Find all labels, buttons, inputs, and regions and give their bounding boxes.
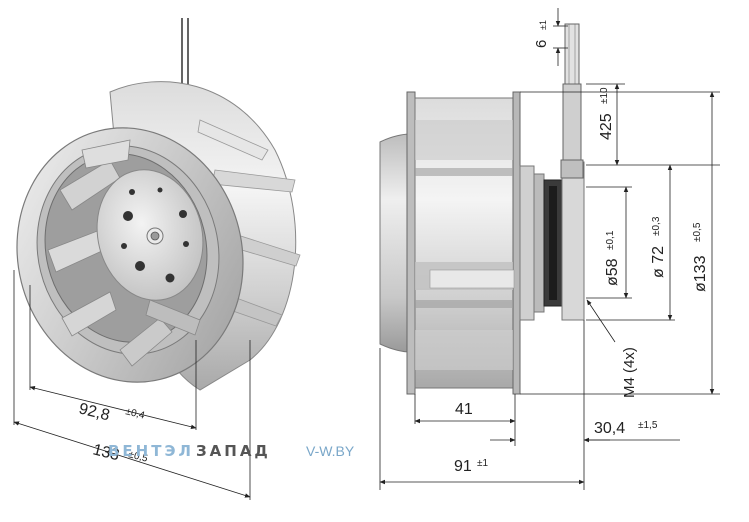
cable-sheath bbox=[564, 23, 580, 85]
svg-text:±1,5: ±1,5 bbox=[638, 420, 658, 431]
svg-text:±0,4: ±0,4 bbox=[124, 406, 146, 421]
back-plate bbox=[512, 91, 521, 395]
dim-iso-inner: 92,8 ±0,4 bbox=[77, 400, 146, 424]
svg-text:91: 91 bbox=[454, 458, 472, 475]
hub-holes bbox=[121, 187, 189, 283]
svg-text:ø58: ø58 bbox=[604, 258, 621, 286]
svg-text:133: 133 bbox=[91, 441, 121, 464]
svg-text:±0,5: ±0,5 bbox=[127, 449, 149, 464]
dim-depth-total: 91 ±1 bbox=[454, 458, 488, 475]
svg-text:92,8: 92,8 bbox=[77, 400, 111, 424]
cable-gland bbox=[562, 83, 582, 165]
side-dimensions bbox=[379, 8, 720, 490]
svg-text:V-W.BY: V-W.BY bbox=[306, 443, 355, 459]
svg-text:M4 (4x): M4 (4x) bbox=[621, 347, 638, 398]
side-fan-view bbox=[379, 23, 585, 395]
svg-text:±0,3: ±0,3 bbox=[651, 216, 662, 236]
isometric-dimensions bbox=[13, 270, 251, 500]
svg-text:30,4: 30,4 bbox=[594, 420, 625, 437]
isometric-fan-view bbox=[16, 18, 301, 391]
dim-thread: M4 (4x) bbox=[621, 347, 638, 398]
dim-depth-inner: 41 bbox=[455, 401, 473, 418]
dim-dia-hub: ø58 ±0,1 bbox=[604, 230, 621, 286]
dim-wire-length: 425 ±10 bbox=[598, 87, 615, 140]
svg-text:ø 72: ø 72 bbox=[650, 246, 667, 278]
svg-text:±0,1: ±0,1 bbox=[605, 230, 616, 250]
dim-depth-flange: 30,4 ±1,5 bbox=[594, 420, 658, 437]
svg-text:ЗАПАД: ЗАПАД bbox=[196, 442, 271, 460]
svg-text:425: 425 bbox=[598, 113, 615, 140]
front-plate bbox=[406, 91, 416, 395]
svg-text:±1: ±1 bbox=[538, 20, 548, 30]
svg-text:41: 41 bbox=[455, 401, 473, 418]
svg-text:±10: ±10 bbox=[599, 87, 610, 104]
watermark: ВЕНТЭЛ ЗАПАД V-W.BY bbox=[108, 442, 355, 460]
svg-text:±0,5: ±0,5 bbox=[692, 222, 703, 242]
svg-text:ВЕНТЭЛ: ВЕНТЭЛ bbox=[108, 442, 194, 460]
motor-housing bbox=[561, 161, 585, 321]
dim-dia-mount: ø 72 ±0,3 bbox=[650, 216, 667, 278]
svg-text:ø133: ø133 bbox=[692, 255, 709, 292]
dim-dia-outer: ø133 ±0,5 bbox=[692, 222, 709, 292]
motor-flange bbox=[519, 165, 535, 321]
dim-iso-outer: 133 ±0,5 bbox=[91, 441, 149, 464]
svg-text:±1: ±1 bbox=[477, 458, 488, 469]
svg-text:6: 6 bbox=[533, 40, 550, 48]
dim-wire-strip: 6 ±1 bbox=[533, 20, 550, 48]
